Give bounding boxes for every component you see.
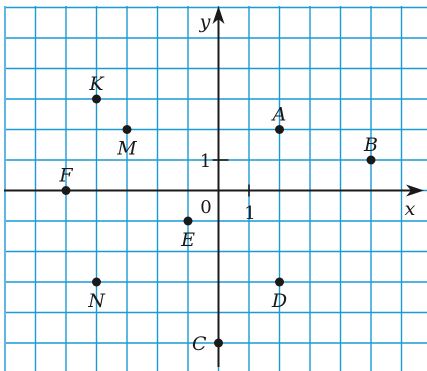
point-label: A [271,104,287,126]
point-dot [275,277,284,287]
point-dot [61,186,71,195]
point-dot [366,155,376,165]
point-dot [122,125,132,134]
point-dot [92,277,101,287]
point-c: C [192,333,223,355]
point-b: B [363,134,378,165]
point-e: E [180,216,195,251]
y-unit-label: 1 [200,151,211,172]
point-label: C [192,333,207,355]
point-a: A [271,104,287,134]
points: K M A B F E N D C [58,73,378,355]
x-unit-label: 1 [244,203,255,224]
point-label: K [88,73,105,95]
point-m: M [116,125,137,160]
point-dot [92,94,101,104]
point-label: B [363,134,378,156]
grid [4,6,427,371]
origin-label: 0 [200,197,211,218]
point-dot [275,125,284,134]
y-axis-arrow-icon [212,6,225,24]
x-axis-name: x [405,198,416,220]
point-label: F [58,165,73,187]
point-f: F [58,165,73,195]
point-label: N [87,290,106,312]
point-n: N [87,277,106,312]
point-label: E [180,229,195,251]
x-axis-arrow-icon [406,184,424,197]
point-dot [183,216,193,226]
point-d: D [271,277,287,312]
y-axis-name: y [199,11,211,33]
point-dot [214,338,223,348]
point-label: M [116,138,137,160]
point-label: D [271,290,287,312]
point-k: K [88,73,105,104]
axes: x y 0 1 1 [4,6,424,367]
